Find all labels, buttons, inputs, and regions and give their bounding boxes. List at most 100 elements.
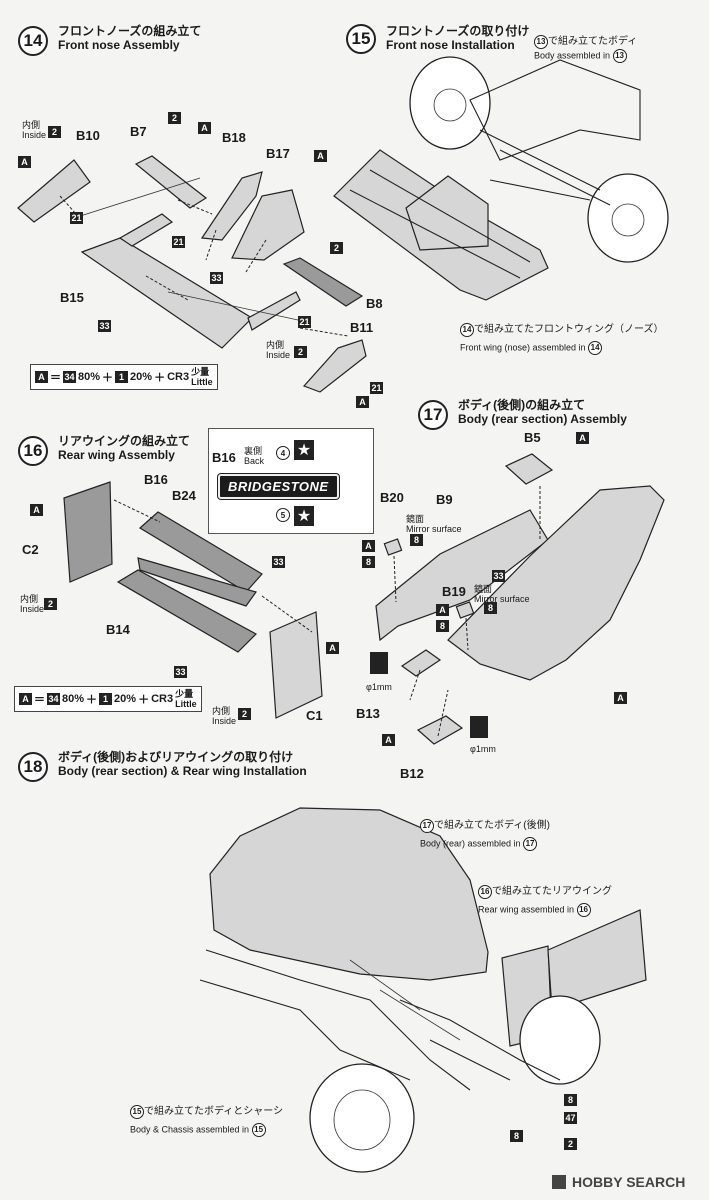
paint-code-2: 2 [294, 346, 307, 358]
paint-code-a: A [436, 604, 449, 616]
paint-code-8: 8 [436, 620, 449, 632]
front-wing-nose [405, 175, 489, 251]
star-decal-icon-bottom: ★ [294, 506, 314, 526]
hobbysearch-logo-mark [552, 1175, 566, 1189]
part-b13-label: B13 [356, 706, 380, 721]
step-17-title-en: Body (rear section) Assembly [458, 412, 627, 426]
step-14-title-en: Front nose Assembly [58, 38, 180, 52]
paint-code-33: 33 [492, 570, 505, 582]
part-b15-plate [118, 213, 174, 247]
step-15-title-jp: フロントノーズの取り付け [386, 24, 530, 38]
paint-code-33: 33 [98, 320, 111, 332]
drill-size-b13: φ1mm [366, 682, 392, 692]
paint-code-33: 33 [174, 666, 187, 678]
paint-code-a: A [382, 734, 395, 746]
paint-code-8: 8 [510, 1130, 523, 1142]
part-c1-label: C1 [306, 708, 323, 723]
part-c2-shape [63, 481, 113, 583]
part-b19-shape [455, 601, 475, 619]
paint-code-2: 2 [330, 242, 343, 254]
part-b15-endplate [247, 291, 301, 331]
part-b8-label: B8 [366, 296, 383, 311]
step-16-title-jp: リアウイングの組み立て [58, 434, 191, 448]
part-b20-shape [383, 538, 403, 556]
step-18-number: 18 [18, 752, 48, 782]
paint-code-33: 33 [210, 272, 223, 284]
paint-code-8: 8 [362, 556, 375, 568]
step18-drawing [199, 807, 647, 1173]
part-b10-shape [17, 159, 91, 223]
paint-code-8: 8 [484, 602, 497, 614]
decal-number-4: 4 [276, 446, 290, 460]
step-14-number: 14 [18, 26, 48, 56]
step-14-title-jp: フロントノーズの組み立て [58, 24, 202, 38]
step-18-title-jp: ボディ(後側)およびリアウイングの取り付け [58, 750, 294, 764]
star-decal-icon-top: ★ [294, 440, 314, 460]
part-b18-label: B18 [222, 130, 246, 145]
part-b11-shape [302, 339, 367, 393]
step17-drawing [370, 453, 665, 745]
paint-code-8: 8 [410, 534, 423, 546]
part-b13-shape [400, 649, 442, 677]
step-15-title-en: Front nose Installation [386, 38, 515, 52]
paint-code-a: A [362, 540, 375, 552]
part-b17-shape [231, 189, 305, 261]
paint-code-a: A [198, 122, 211, 134]
drill-size-b12: φ1mm [470, 744, 496, 754]
step-15-number: 15 [346, 24, 376, 54]
body-18-shape [209, 807, 489, 981]
step16-drawing [63, 481, 323, 719]
body-rear-shape [447, 485, 665, 681]
part-b7-label: B7 [130, 124, 147, 139]
part-b17-label: B17 [266, 146, 290, 161]
part-b10-label: B10 [76, 128, 100, 143]
part-b14-label: B14 [106, 622, 130, 637]
part-c2-label: C2 [22, 542, 39, 557]
decal-number-5: 5 [276, 508, 290, 522]
step-17-title-jp: ボディ(後側)の組み立て [458, 398, 586, 412]
part-b12-shape [416, 715, 464, 745]
part-c1-shape [269, 611, 323, 719]
paint-code-2: 2 [168, 112, 181, 124]
paint-code-a: A [356, 396, 369, 408]
paint-code-a: A [576, 432, 589, 444]
paint-code-2: 2 [48, 126, 61, 138]
paint-code-2: 2 [238, 708, 251, 720]
part-b16-label: B16 [144, 472, 168, 487]
step-17-number: 17 [418, 400, 448, 430]
paint-code-a: A [326, 642, 339, 654]
part-b11-label: B11 [350, 320, 374, 335]
part-b5-shape [504, 453, 554, 485]
step15-drawing [333, 56, 669, 301]
bridgestone-decal: BRIDGESTONE [218, 474, 339, 499]
part-b9-label: B9 [436, 492, 453, 507]
step14-drawing [17, 155, 367, 393]
paint-code-47: 47 [564, 1112, 577, 1124]
rear-wing-upper [547, 909, 647, 1011]
paint-code-a: A [30, 504, 43, 516]
step-16-number: 16 [18, 436, 48, 466]
part-b20-label: B20 [380, 490, 404, 505]
paint-code-a: A [614, 692, 627, 704]
part-b7-shape [134, 155, 208, 209]
part-b24-label: B24 [172, 488, 196, 503]
decal-part-label: B16 [212, 450, 236, 465]
paint-code-a: A [18, 156, 31, 168]
paint-code-21: 21 [70, 212, 83, 224]
part-b15-label: B15 [60, 290, 84, 305]
paint-code-8: 8 [564, 1094, 577, 1106]
paint-code-21: 21 [370, 382, 383, 394]
part-b16-shape [138, 511, 263, 593]
paint-code-33: 33 [272, 556, 285, 568]
